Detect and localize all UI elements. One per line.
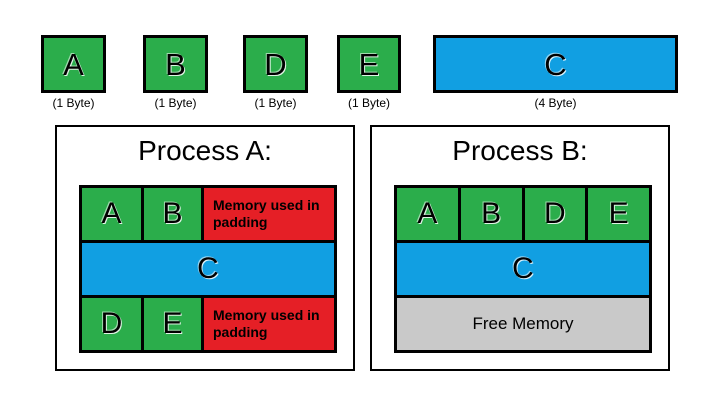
mem-cell-b: B: [144, 188, 201, 240]
free-memory-cell: Free Memory: [397, 298, 649, 350]
process-a-row-3: D E Memory used in padding: [82, 298, 334, 350]
mem-cell-a: A: [82, 188, 141, 240]
padding-cell-bottom: Memory used in padding: [204, 298, 334, 350]
variable-box-c: C: [433, 35, 678, 93]
legend-item-a: A (1 Byte): [41, 35, 106, 110]
process-a-memory-block: A B Memory used in padding C D E Memory …: [79, 185, 337, 353]
process-a-title: Process A:: [138, 135, 272, 166]
mem-cell-b: B: [460, 188, 522, 240]
legend-item-d: D (1 Byte): [243, 35, 308, 110]
process-a-panel: Process A: A B Memory used in padding C …: [55, 125, 355, 371]
process-b-row-2: C: [397, 243, 649, 295]
process-b-row-3: Free Memory: [397, 298, 649, 350]
legend-item-b: B (1 Byte): [143, 35, 208, 110]
mem-cell-a: A: [397, 188, 458, 240]
mem-cell-e: E: [588, 188, 649, 240]
process-a-row-1: A B Memory used in padding: [82, 188, 334, 240]
legend-item-c: C (4 Byte): [433, 35, 678, 110]
mem-cell-c: C: [82, 243, 334, 295]
variable-box-e: E: [337, 35, 401, 93]
process-b-title: Process B:: [452, 135, 588, 166]
variable-box-b: B: [143, 35, 208, 93]
legend-item-e: E (1 Byte): [337, 35, 401, 110]
variable-size-label-d: (1 Byte): [254, 96, 297, 110]
mem-cell-c: C: [397, 243, 649, 295]
mem-cell-d: D: [524, 188, 586, 240]
variable-size-label-c: (4 Byte): [534, 96, 577, 110]
process-b-memory-block: A B D E C Free Memory: [394, 185, 652, 353]
process-a-row-2: C: [82, 243, 334, 295]
process-b-panel: Process B: A B D E C Free Memory: [370, 125, 670, 371]
variable-box-d: D: [243, 35, 308, 93]
padding-cell-top: Memory used in padding: [204, 188, 334, 240]
variable-size-label-b: (1 Byte): [154, 96, 197, 110]
mem-cell-d: D: [82, 298, 141, 350]
variable-size-label-a: (1 Byte): [52, 96, 95, 110]
variable-box-a: A: [41, 35, 106, 93]
mem-cell-e: E: [144, 298, 201, 350]
variable-size-label-e: (1 Byte): [347, 96, 390, 110]
process-b-row-1: A B D E: [397, 188, 649, 240]
